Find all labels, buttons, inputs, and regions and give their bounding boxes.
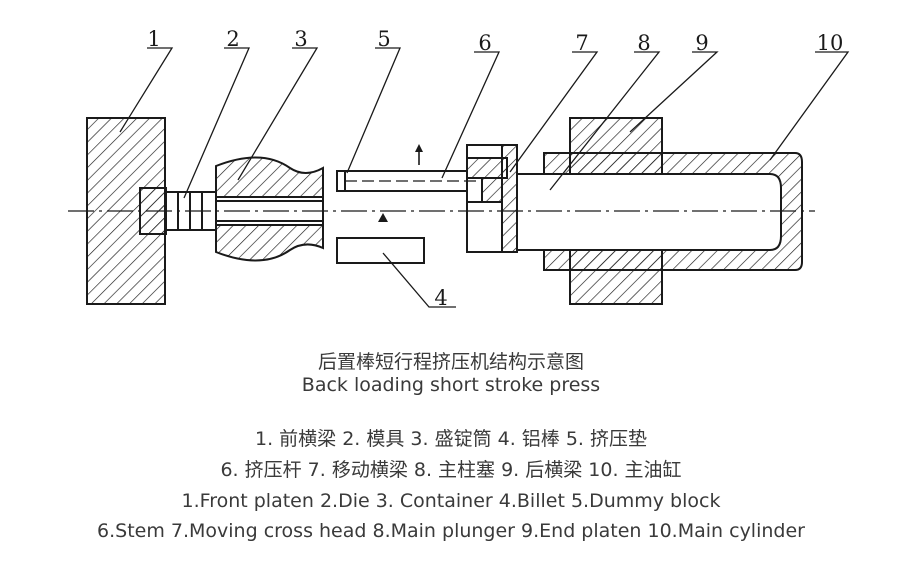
label-part-2: 2 [226, 27, 239, 51]
caption-title-cn: 后置棒短行程挤压机结构示意图 [317, 351, 584, 373]
label-part-10: 10 [817, 31, 844, 55]
label-part-5: 5 [377, 27, 390, 51]
legend-en-line-1: 1.Front platen 2.Die 3. Container 4.Bill… [181, 490, 721, 512]
legend-cn-line-2: 6. 挤压杆 7. 移动横梁 8. 主柱塞 9. 后横梁 10. 主油缸 [220, 459, 682, 481]
main-plunger [516, 173, 782, 251]
triangle-marker-icon [378, 213, 388, 222]
billet [336, 237, 425, 264]
label-part-3: 3 [294, 27, 307, 51]
legend-en-line-2: 6.Stem 7.Moving cross head 8.Main plunge… [97, 520, 805, 542]
container [215, 156, 324, 262]
label-part-7: 7 [575, 31, 588, 55]
arrow-up-icon [415, 144, 423, 165]
legend-cn-line-1: 1. 前横梁 2. 模具 3. 盛锭筒 4. 铝棒 5. 挤压垫 [255, 428, 647, 450]
label-part-4: 4 [434, 286, 447, 310]
leader-lines [119, 47, 850, 308]
label-part-6: 6 [478, 31, 491, 55]
press-diagram: 1 2 3 4 5 6 7 8 9 10 [68, 27, 850, 310]
label-part-8: 8 [637, 31, 650, 55]
label-part-1: 1 [147, 27, 160, 51]
caption-title-en: Back loading short stroke press [301, 374, 601, 396]
label-part-9: 9 [695, 31, 708, 55]
stem [336, 170, 483, 192]
moving-cross-head [466, 144, 518, 253]
